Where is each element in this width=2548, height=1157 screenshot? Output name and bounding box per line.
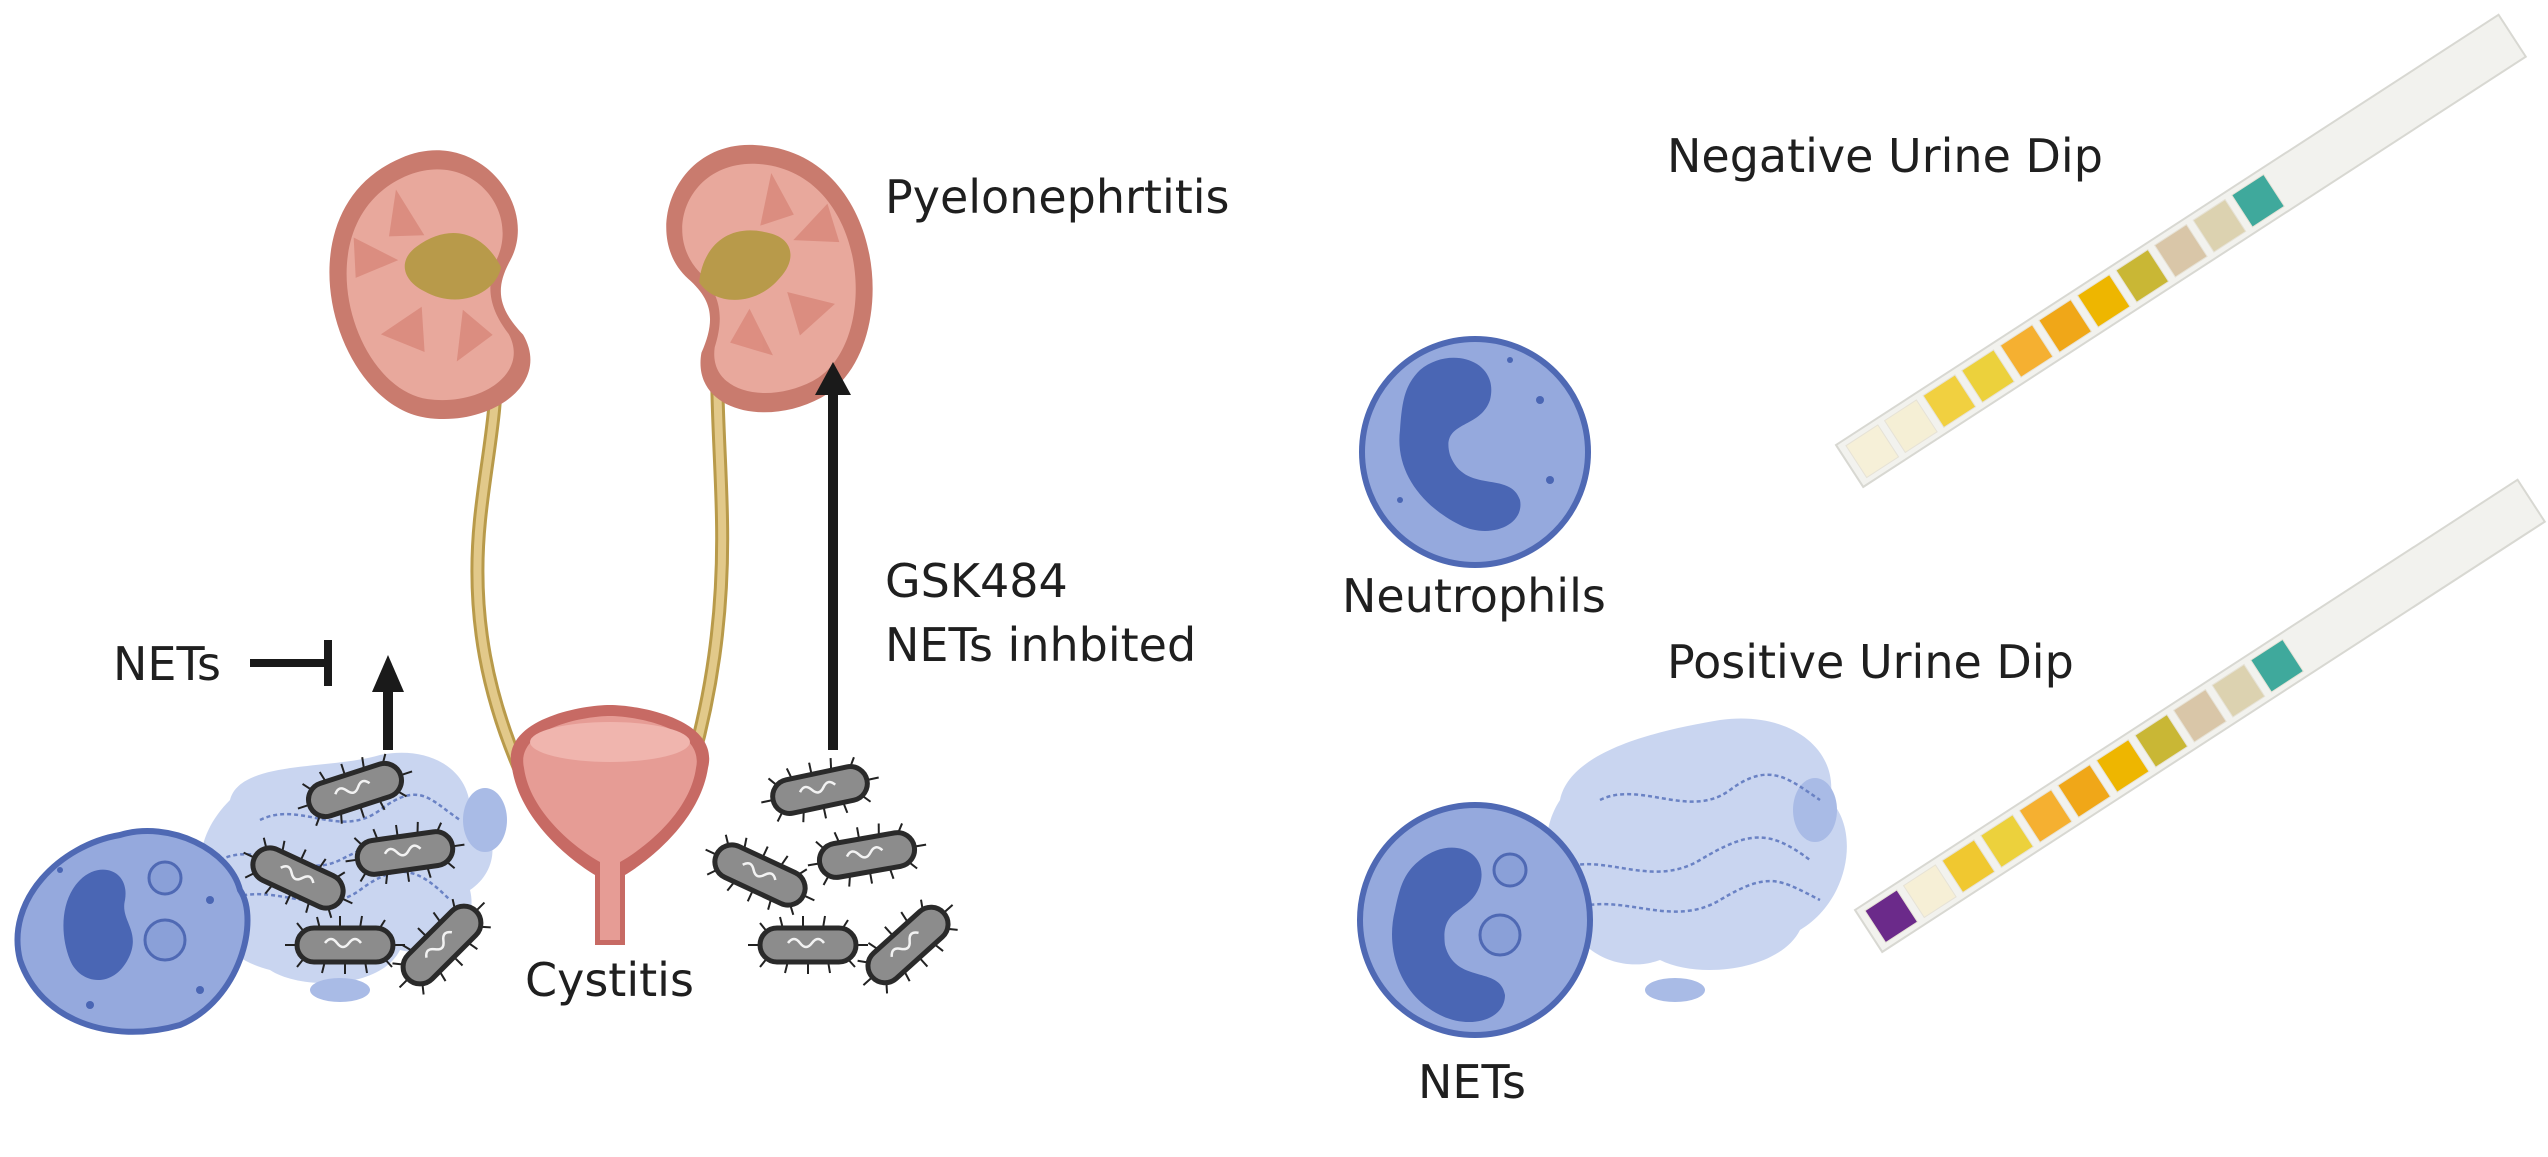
negative-dip-pad	[2153, 223, 2208, 278]
bladder-icon	[510, 705, 710, 945]
negative-dip-pad	[1999, 324, 2054, 379]
positive-dip-label: Positive Urine Dip	[1667, 635, 2074, 689]
positive-dip-pad	[1980, 814, 2034, 869]
positive-dip-pad	[1902, 864, 1957, 919]
positive-dip-pad	[1941, 839, 1996, 894]
neutrophil-icon-nets	[1357, 802, 1593, 1038]
urinary-tract	[309, 126, 894, 945]
negative-dip-pad	[2231, 173, 2286, 228]
negative-dip-pad	[1922, 374, 1977, 429]
gsk484-label: GSK484	[885, 554, 1068, 608]
net-cloud-right	[1546, 718, 1847, 1002]
positive-dip-pad	[2134, 713, 2189, 768]
up-arrow-large	[815, 362, 851, 750]
positive-dip-pad	[1864, 889, 1919, 944]
positive-dip-pad	[2250, 638, 2305, 693]
neutrophils-label: Neutrophils	[1342, 569, 1606, 623]
pyelonephritis-label: Pyelonephrtitis	[885, 170, 1230, 224]
left-kidney-icon	[309, 137, 550, 437]
positive-dip-pad	[2018, 789, 2073, 844]
right-kidney-icon	[653, 126, 894, 426]
net-cloud-left	[200, 752, 507, 1002]
negative-dip-pad	[1845, 424, 1900, 479]
negative-urine-dipstick-icon	[1834, 13, 2528, 489]
nets-right-label: NETs	[1418, 1055, 1526, 1109]
negative-dip-pad	[2192, 198, 2247, 253]
up-arrow-small	[372, 655, 404, 750]
negative-dip-pad	[2115, 248, 2170, 303]
negative-dip-pad	[1883, 399, 1938, 454]
inhibition-arrow-icon	[250, 640, 332, 686]
positive-dip-pad	[2095, 738, 2150, 793]
bacteria-icon	[755, 749, 884, 831]
positive-dip-pad	[2057, 764, 2112, 818]
negative-dip-pad	[1961, 349, 2015, 404]
bacteria-icon	[803, 816, 931, 894]
positive-dip-pad	[2172, 688, 2227, 743]
nets-inhibited-label: NETs inhbited	[885, 618, 1196, 672]
positive-dip-pad	[2211, 663, 2266, 718]
positive-urine-dipstick-icon	[1853, 478, 2547, 954]
neutrophil-icon-left	[14, 828, 251, 1035]
bacteria-icon	[748, 916, 868, 974]
cystitis-label: Cystitis	[525, 953, 694, 1007]
negative-dip-pad	[2076, 273, 2131, 328]
negative-dip-label: Negative Urine Dip	[1667, 129, 2103, 183]
nets-left-label: NETs	[113, 637, 221, 691]
bacteria-icon	[693, 823, 826, 926]
negative-dip-pad	[2038, 299, 2093, 353]
neutrophil-icon-right	[1359, 336, 1591, 568]
